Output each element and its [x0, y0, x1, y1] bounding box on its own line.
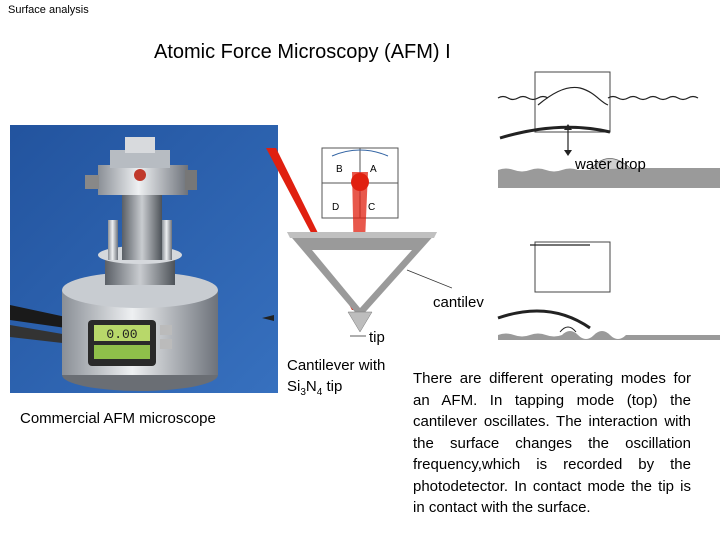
- cantilever-caption-line1: Cantilever with: [287, 357, 386, 374]
- water-drop-shape: [589, 158, 631, 171]
- contact-surface: [498, 331, 720, 340]
- quadrant-d: D: [332, 202, 339, 213]
- tip: [347, 311, 373, 333]
- tapping-signal-box: [534, 71, 611, 133]
- tapping-cantilever: [499, 125, 611, 140]
- afm-mode-schematic: [497, 71, 720, 340]
- quadrant-c: C: [368, 202, 375, 213]
- deflection-arrow: [331, 149, 389, 157]
- afm-microscope-photo: 0.00: [10, 125, 278, 393]
- quadrant-b: B: [336, 164, 343, 175]
- slide-title: Atomic Force Microscopy (AFM) I: [154, 41, 451, 63]
- cantilever-diagram: B A D C: [262, 147, 452, 337]
- section-label: Surface analysis: [8, 4, 89, 16]
- contact-cantilever: [497, 309, 591, 330]
- water-drop-label: water drop: [575, 156, 646, 173]
- photo-caption: Commercial AFM microscope: [20, 410, 216, 427]
- laser-spot: [351, 173, 369, 191]
- quadrant-a: A: [370, 164, 377, 175]
- cantilever-inner: [312, 250, 412, 308]
- display-digits: 0.00: [106, 327, 137, 342]
- cantilever-caption-line2: Si3N4 tip: [287, 378, 343, 398]
- contact-signal-box: [534, 241, 611, 293]
- tapping-surface: [498, 158, 720, 188]
- tip-label: tip: [369, 329, 385, 346]
- cantilever-caption: Cantilever with Si3N4 tip: [287, 355, 385, 403]
- cantilever-label: cantilev: [433, 294, 484, 311]
- description-paragraph: There are different operating modes for …: [413, 370, 691, 516]
